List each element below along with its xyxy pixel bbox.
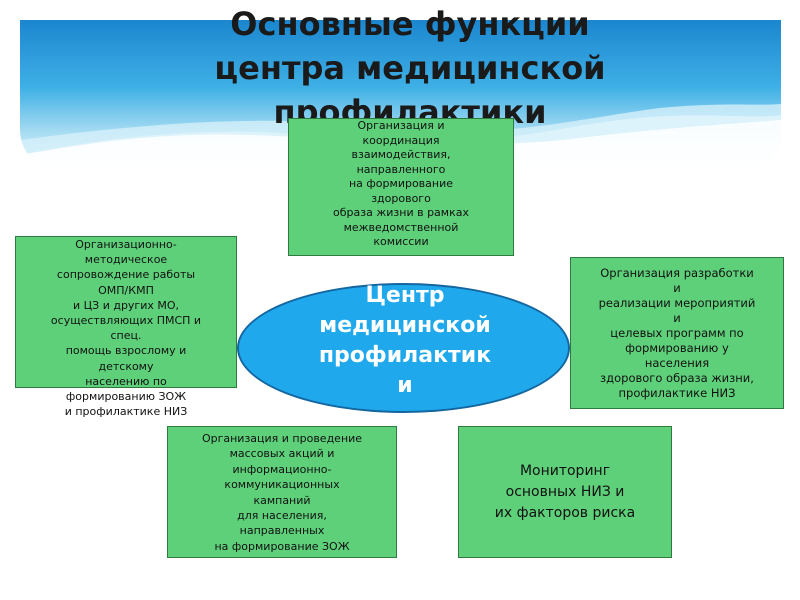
center-label: Центр медицинской профилактик и <box>290 281 520 401</box>
box-line: массовых акций и <box>229 447 335 461</box>
box-line: Организация и проведение <box>201 432 363 445</box>
box-line: межведомственной <box>343 220 459 234</box>
box-line: осуществляющих ПМСП и <box>50 314 202 328</box>
box-line: формированию ЗОЖ <box>65 390 187 404</box>
box-line: профилактике НИЗ <box>618 385 736 400</box>
box-line: методическое <box>84 253 168 267</box>
function-box-coordination: Организация и координация взаимодействия… <box>288 118 514 256</box>
center-line: и <box>397 373 413 398</box>
box-line: и <box>673 280 681 295</box>
box-line: и <box>673 310 681 325</box>
center-line: профилактик <box>318 343 492 368</box>
box-line: целевых программ по <box>610 325 744 340</box>
box-line: координация <box>362 133 440 147</box>
box-line: и ЦЗ и других МО, <box>72 298 180 312</box>
box-line: направленных <box>239 524 325 538</box>
box-line: здорового <box>371 191 431 205</box>
center-line: медицинской <box>319 313 491 338</box>
box-line: информационно- <box>232 462 332 476</box>
box-line: на формирование ЗОЖ <box>214 539 350 553</box>
box-line: здорового образа жизни, <box>600 370 754 385</box>
title-line: Основные функции <box>230 5 590 43</box>
box-line: коммуникационных <box>224 478 340 492</box>
box-line: направленного <box>356 162 446 176</box>
box-line: Организация и <box>357 119 445 132</box>
box-line: населению по <box>85 374 167 388</box>
box-line: Организация разработки <box>600 265 754 280</box>
function-box-monitoring: Мониторинг основных НИЗ и их факторов ри… <box>458 426 672 558</box>
box-line: населения <box>644 355 710 370</box>
box-line: помощь взрослому и <box>65 344 187 358</box>
box-line: кампаний <box>253 493 311 507</box>
center-line: Центр <box>365 283 445 308</box>
box-line: их факторов риска <box>494 504 636 521</box>
box-line: основных НИЗ и <box>505 483 625 500</box>
box-line: формированию у <box>625 340 729 355</box>
box-line: спец. <box>110 329 142 343</box>
box-line: Организационно- <box>75 238 177 251</box>
box-line: на формирование <box>348 177 454 190</box>
center-ellipse <box>237 283 570 413</box>
box-line: Мониторинг <box>519 462 611 479</box>
function-box-methodical-support: Организационно- методическое сопровожден… <box>15 236 237 418</box>
wave-decoration <box>20 104 781 170</box>
function-box-campaigns: Организация и проведение массовых акций … <box>167 426 397 558</box>
title-line: центра медицинской <box>214 49 606 87</box>
function-box-programs: Организация разработки и реализации меро… <box>570 257 784 409</box>
box-line: и профилактике НИЗ <box>64 405 188 419</box>
box-line: реализации мероприятий <box>598 295 756 310</box>
box-line: для населения, <box>237 509 327 523</box>
box-line: ОМП/КМП <box>98 283 154 297</box>
box-line: сопровождение работы <box>56 268 196 282</box>
box-line: комиссии <box>373 235 429 248</box>
box-line: образа жизни в рамках <box>333 206 469 219</box>
box-line: взаимодействия, <box>351 148 451 161</box>
page-title: Основные функции центра медицинской проф… <box>150 2 670 134</box>
box-line: детскому <box>98 359 154 373</box>
